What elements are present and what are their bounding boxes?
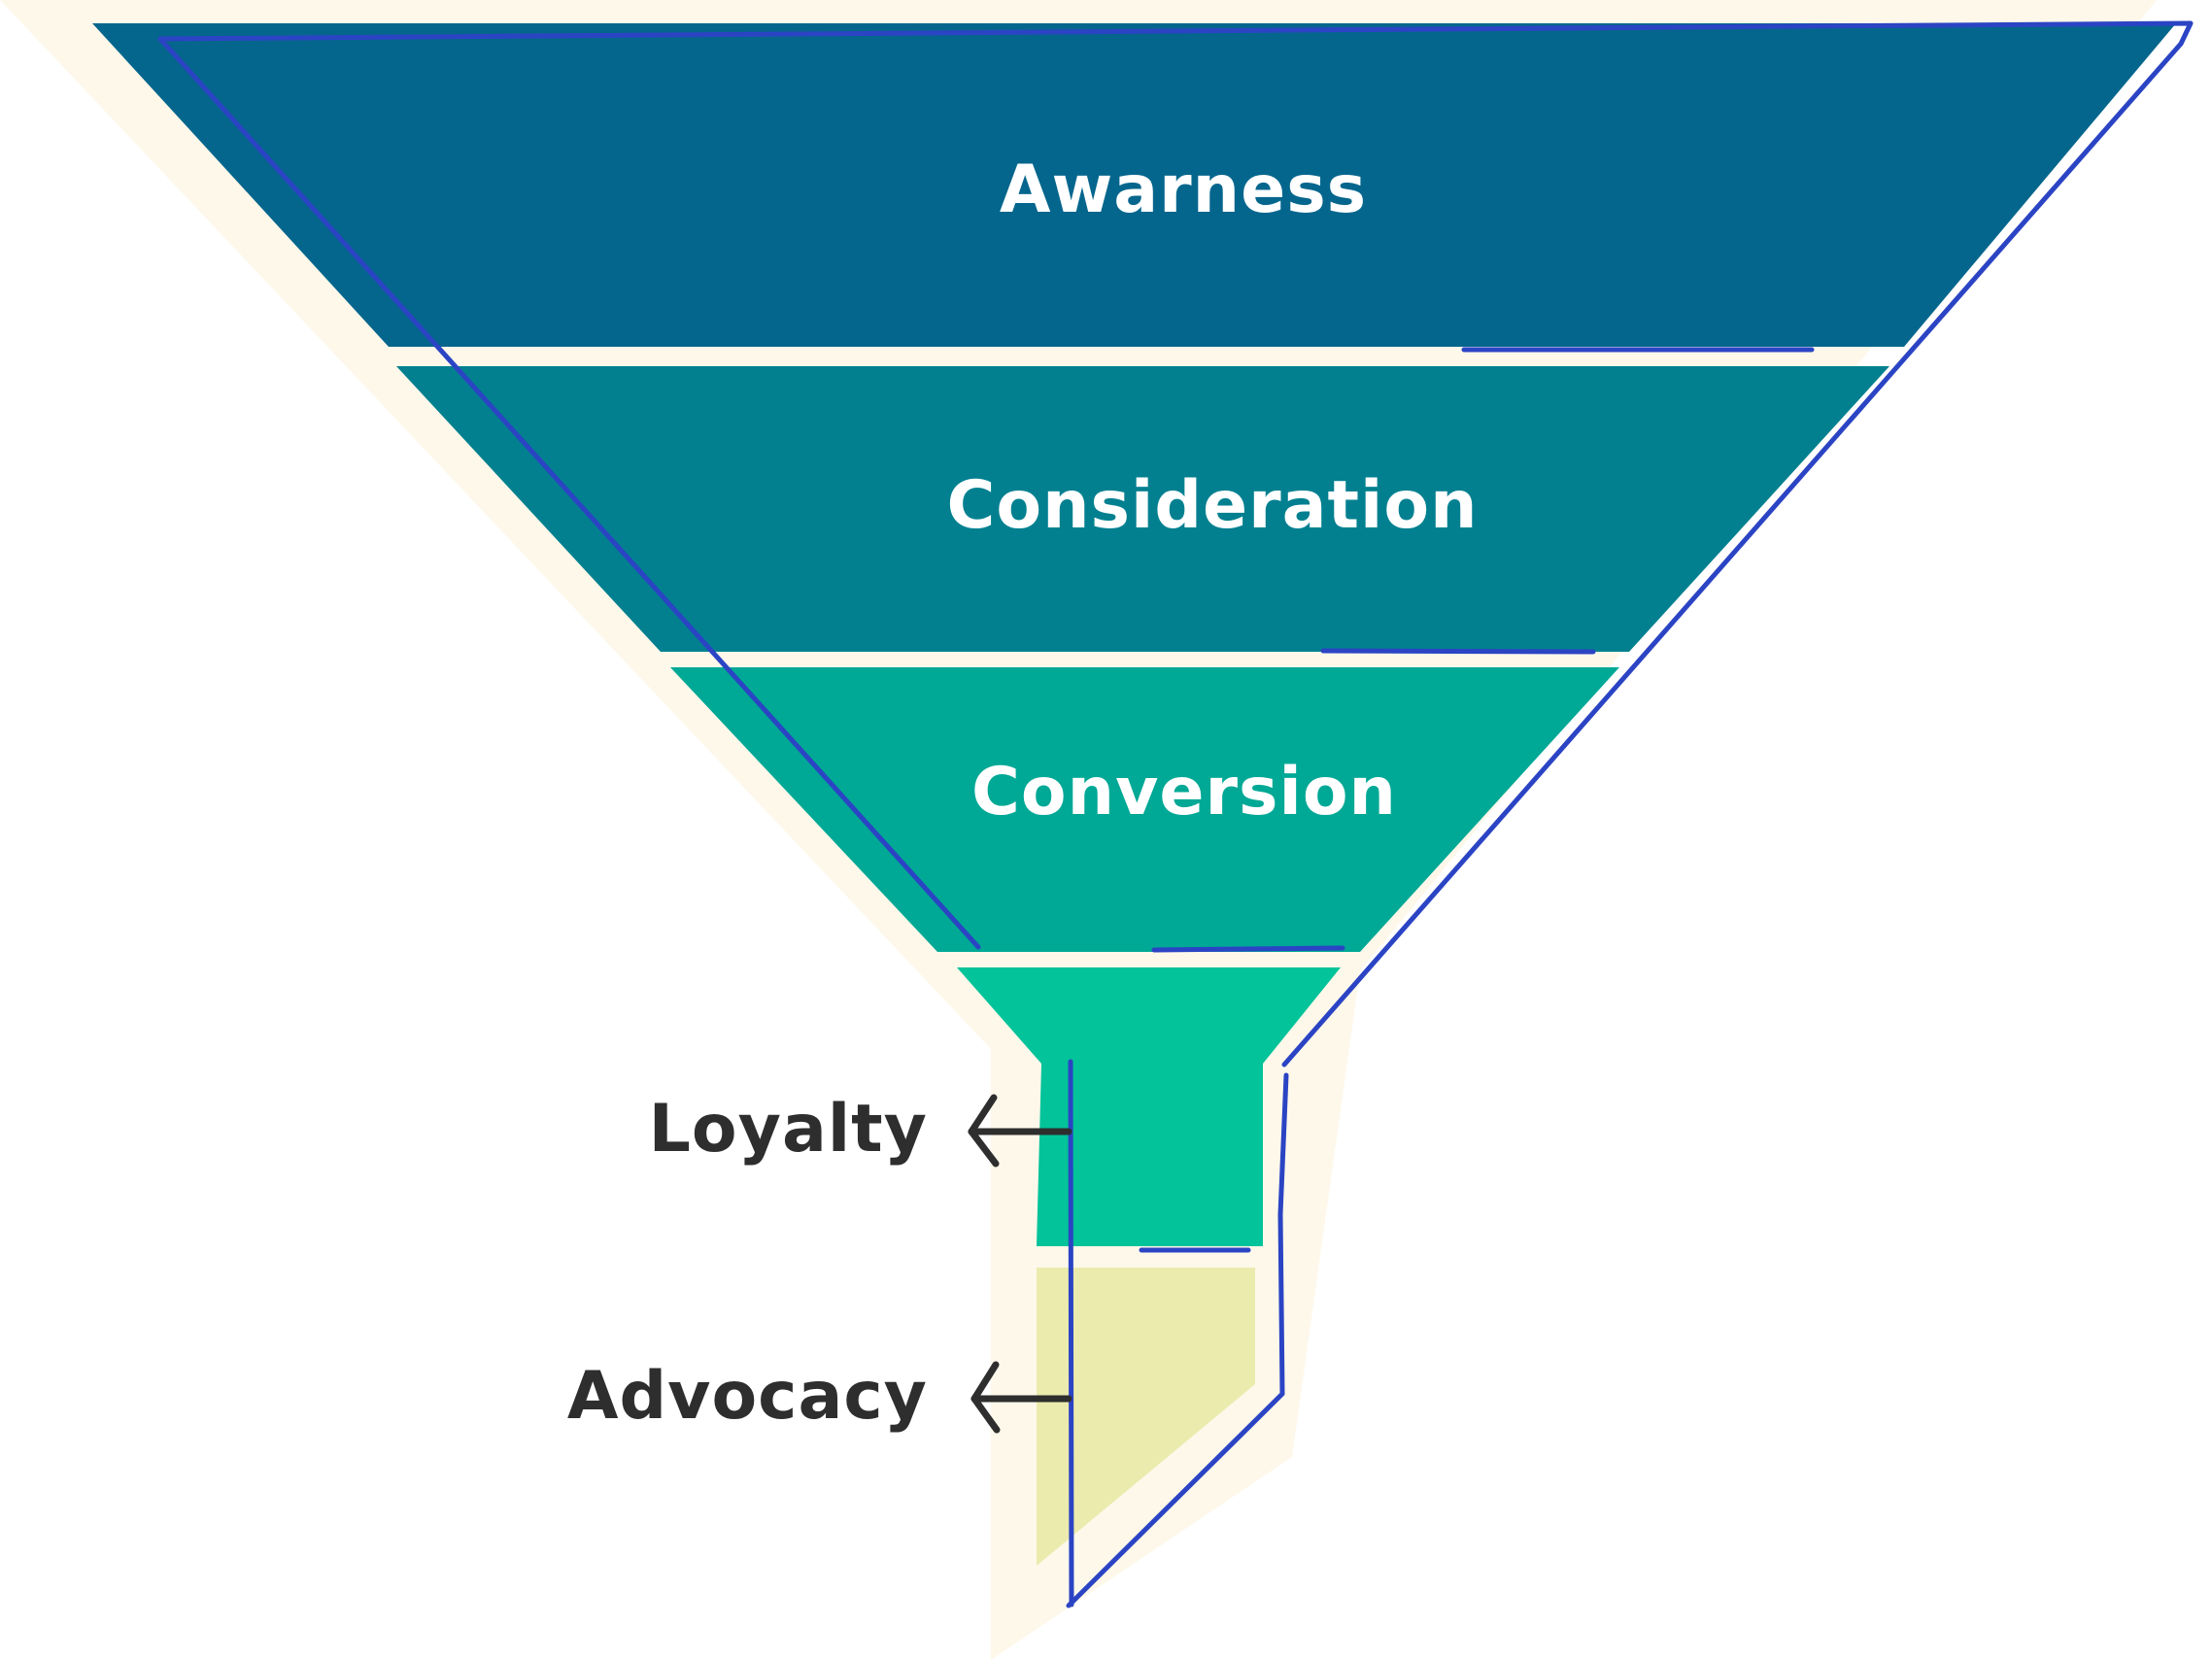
advocacy-label: Advocacy [567,1358,928,1435]
loyalty-label: Loyalty [649,1091,928,1168]
stage-conversion-label: Conversion [971,754,1397,830]
tick-conversion [1151,945,1345,953]
stage-awareness-label: Awarness [1000,152,1367,228]
outline-right-stem [1066,1072,1289,1609]
stage-consideration-band [396,366,1889,652]
loyalty-arrow [968,1094,1072,1168]
stage-awareness-band [92,23,2176,347]
stage-advocacy-band [1037,1268,1255,1566]
outline-top-right-edge [157,20,2194,1067]
advocacy-arrow-head [970,1361,1001,1434]
stage-conversion-band [670,667,1619,952]
outline-left-edge [157,36,981,950]
tick-consideration [1320,648,1596,655]
stage-loyalty-band [957,967,1341,1246]
outline-left-stem [1068,1059,1074,1608]
funnel-outline [157,20,2194,1609]
loyalty-arrow-head [968,1094,1000,1168]
stage-consideration-label: Consideration [947,467,1479,544]
advocacy-arrow [970,1361,1072,1434]
